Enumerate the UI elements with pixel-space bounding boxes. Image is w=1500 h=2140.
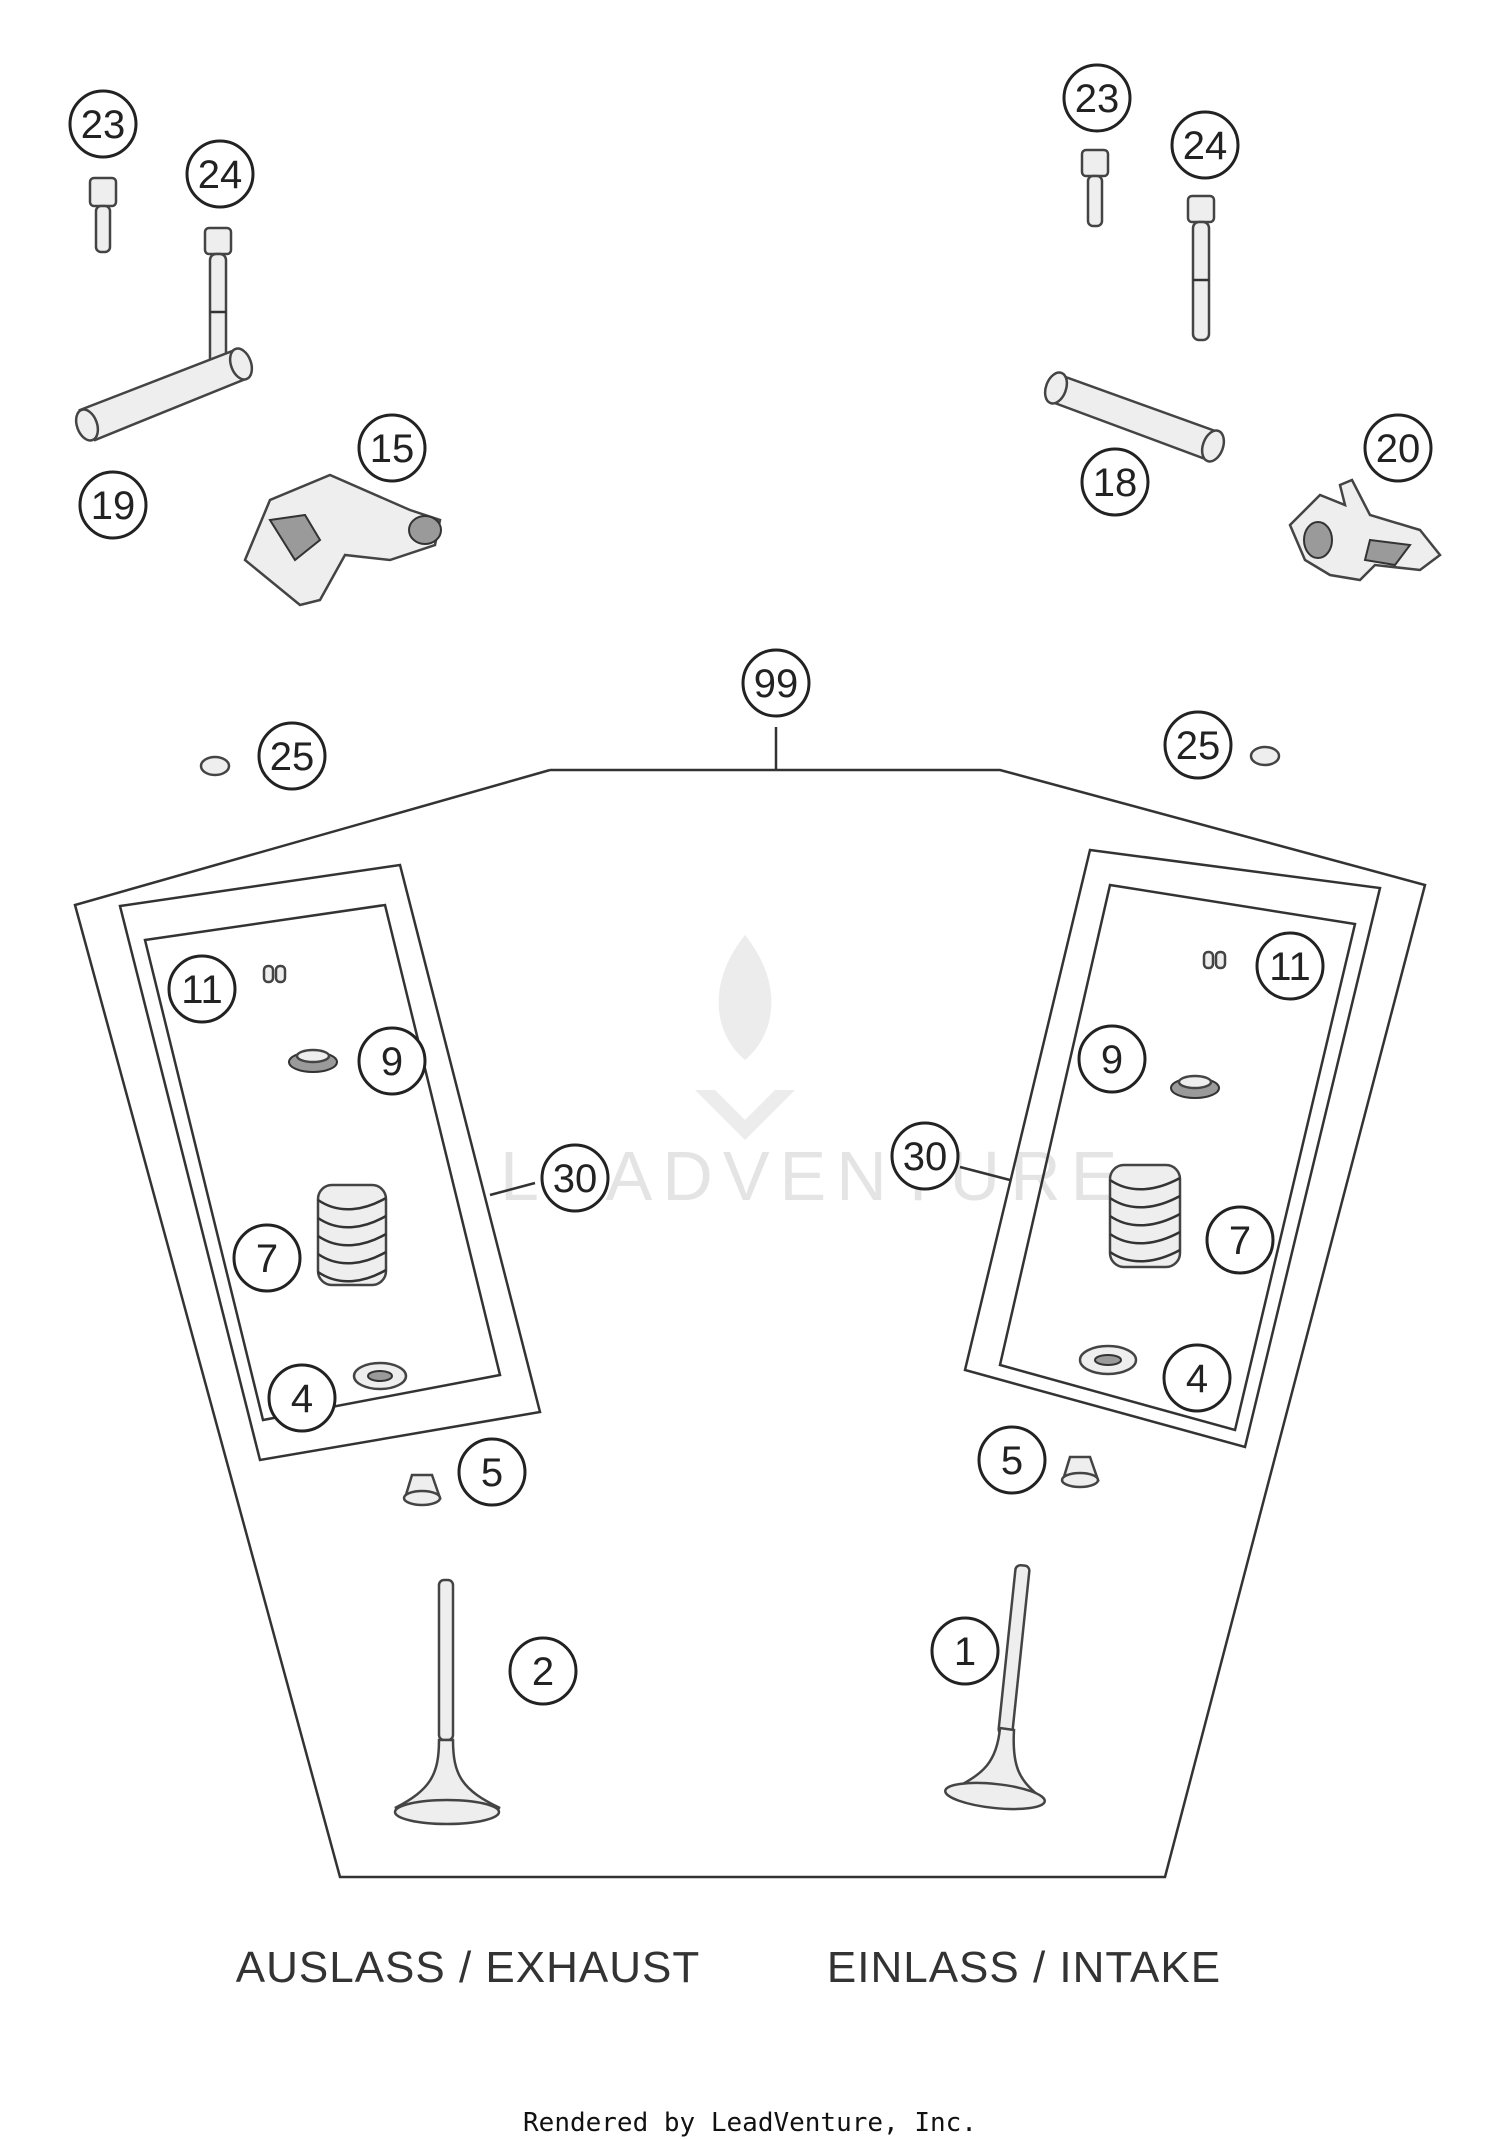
callout-24-left: 24 — [185, 139, 255, 209]
exhaust-valve-2 — [393, 1578, 501, 1826]
callout-11-left: 11 — [167, 954, 237, 1024]
part-25-right — [1249, 745, 1281, 767]
rocker-arm-15 — [243, 473, 442, 607]
callout-label: 25 — [270, 735, 315, 779]
rocker-shaft-18 — [1043, 371, 1226, 463]
valve-spring-kit-box-right — [959, 848, 1382, 1449]
callout-19: 19 — [78, 470, 148, 540]
callout-label: 20 — [1376, 427, 1421, 471]
rocker-arm-20 — [1288, 478, 1442, 582]
callout-label: 18 — [1093, 461, 1138, 505]
intake-valve-1 — [944, 1563, 1046, 1811]
callout-label: 11 — [1269, 945, 1311, 989]
intake-caption: EINLASS / INTAKE — [827, 1943, 1221, 1992]
callout-24-right: 24 — [1170, 110, 1240, 180]
callout-20: 20 — [1363, 413, 1433, 483]
callout-label: 9 — [1101, 1038, 1123, 1082]
callout-label: 24 — [198, 153, 243, 197]
callout-label: 30 — [903, 1135, 948, 1179]
flame-logo-icon — [718, 935, 772, 1060]
callout-4-left: 4 — [267, 1363, 337, 1433]
callout-23-right: 23 — [1062, 63, 1132, 133]
pin-24-left — [203, 226, 233, 370]
callout-label: 7 — [256, 1237, 278, 1281]
callout-1: 1 — [930, 1616, 1000, 1686]
callout-18: 18 — [1080, 447, 1150, 517]
callout-label: 23 — [1075, 77, 1120, 121]
callout-label: 7 — [1229, 1219, 1251, 1263]
callout-label: 30 — [553, 1157, 598, 1201]
rendered-by-footer: Rendered by LeadVenture, Inc. — [523, 2108, 977, 2138]
callout-15: 15 — [357, 413, 427, 483]
exhaust-caption: AUSLASS / EXHAUST — [236, 1943, 700, 1992]
spring-retainer-9-right — [1170, 1074, 1220, 1099]
callout-30-left: 30 — [540, 1143, 610, 1213]
rocker-shaft-19 — [74, 347, 254, 442]
callout-4-right: 4 — [1162, 1343, 1232, 1413]
callout-label: 24 — [1183, 124, 1228, 168]
callout-11-right: 11 — [1255, 931, 1325, 1001]
callout-7-left: 7 — [232, 1223, 302, 1293]
callout-label: 25 — [1176, 724, 1221, 768]
valve-keepers-11-right — [1202, 950, 1227, 970]
callout-label: 19 — [91, 484, 136, 528]
callout-label: 4 — [1186, 1357, 1208, 1401]
callout-label: 5 — [481, 1451, 503, 1495]
callout-5-right: 5 — [977, 1425, 1047, 1495]
kit-outline-99 — [73, 727, 1427, 1879]
callout-5-left: 5 — [457, 1437, 527, 1507]
pin-24-right — [1186, 194, 1216, 342]
part-25-left — [199, 755, 231, 777]
spring-retainer-9-left — [288, 1048, 338, 1073]
leadventure-watermark: LEADVENTURE — [500, 935, 1117, 1215]
callout-99: 99 — [741, 648, 811, 718]
callout-label: 5 — [1001, 1439, 1023, 1483]
bolt-23-right — [1080, 148, 1110, 228]
spring-seat-4-left — [352, 1361, 408, 1391]
callout-label: 4 — [291, 1377, 313, 1421]
callout-label: 15 — [370, 427, 415, 471]
spring-seat-4-right — [1078, 1344, 1138, 1376]
callout-label: 23 — [81, 103, 126, 147]
valve-spring-7-right — [1108, 1163, 1182, 1269]
callout-2: 2 — [508, 1636, 578, 1706]
callout-9-right: 9 — [1077, 1024, 1147, 1094]
valve-keepers-11-left — [262, 964, 287, 984]
bolt-23-left — [88, 176, 118, 254]
valve-spring-kit-box-left — [118, 863, 542, 1462]
valve-stem-seal-5-left — [402, 1473, 442, 1507]
callout-30-right: 30 — [890, 1121, 960, 1191]
callout-label: 99 — [754, 662, 799, 706]
valve-spring-7-left — [316, 1183, 388, 1287]
callout-label: 9 — [381, 1040, 403, 1084]
callout-7-right: 7 — [1205, 1205, 1275, 1275]
valve-stem-seal-5-right — [1060, 1455, 1100, 1489]
callout-label: 1 — [954, 1630, 976, 1674]
v-logo-icon — [695, 1090, 795, 1140]
callout-23-left: 23 — [68, 89, 138, 159]
callout-label: 11 — [181, 968, 223, 1012]
callout-label: 2 — [532, 1650, 554, 1694]
callout-9-left: 9 — [357, 1026, 427, 1096]
callout-25-right: 25 — [1163, 710, 1233, 780]
callout-25-left: 25 — [257, 721, 327, 791]
